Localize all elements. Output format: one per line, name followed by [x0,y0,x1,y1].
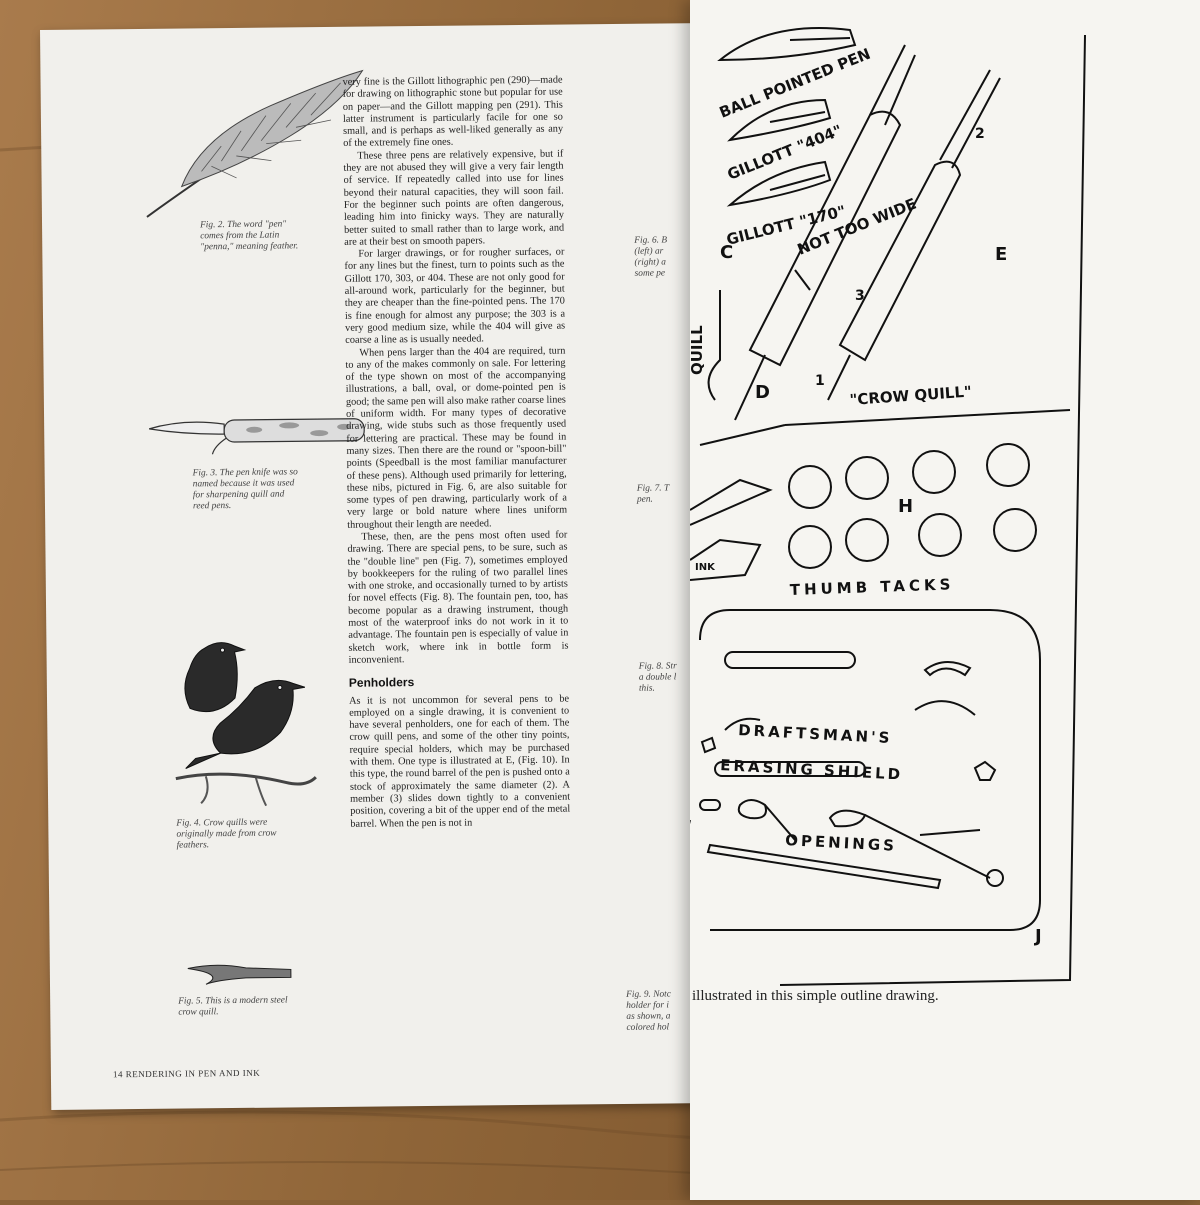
fig8-partial-caption: Fig. 8. Str a double l this. [638,661,677,694]
label-letter-d: D [755,382,770,403]
paragraph: For larger drawings, or for rougher surf… [344,246,566,347]
fig4-caption: Fig. 4. Crow quills were originally made… [176,817,277,851]
shield-opening [706,843,942,890]
thumb-tack [912,450,956,494]
label-number-1: 1 [815,373,825,389]
label-openings: OPENINGS [785,831,898,855]
thumb-tack [788,465,832,509]
label-number-3: 3 [855,288,865,304]
crows-illustration [175,642,317,807]
fig3-caption: Fig. 3. The pen knife was so named becau… [192,467,298,512]
pen-tools-illustration: BALL POINTED PEN GILLOTT "404" GILLOTT "… [659,27,1086,1004]
label-letter-j: J [1033,926,1042,947]
shield-opening [724,651,856,669]
thumb-tack [918,513,962,557]
feather-illustration [146,69,364,218]
label-ink: INK [695,562,716,573]
label-letter-c: C [720,242,733,263]
paragraph: When pens larger than the 404 are requir… [345,345,568,531]
label-draftsmans: DRAFTSMAN'S [738,721,893,747]
label-crow-quill: "CROW QUILL" [849,382,972,408]
paragraph: These three pens are relatively expensiv… [343,148,565,248]
label-letter-h: H [898,496,913,517]
paragraph: very fine is the Gillott lithographic pe… [342,74,564,150]
erasing-shield [699,609,1041,931]
section-heading-penholders: Penholders [348,675,415,691]
shield-opening [973,760,997,781]
paragraph: These, then, are the pens most often use… [347,529,569,666]
shield-opening [724,717,761,731]
shield-opening [923,661,972,677]
thumb-tack [845,456,889,500]
thumb-tack [788,525,832,569]
thumb-tack [986,443,1030,487]
fig2-caption: Fig. 2. The word "pen" comes from the La… [200,219,299,253]
shield-opening [700,736,717,754]
label-quill: QUILL [690,325,706,375]
fig5-caption: Fig. 5. This is a modern steel crow quil… [178,995,288,1018]
paragraph: As it is not uncommon for several pens t… [348,693,571,830]
thumb-tack [993,508,1037,552]
left-book-page: Fig. 2. The word "pen" comes from the La… [40,23,712,1110]
fig7-partial-caption: Fig. 7. T pen. [636,483,670,505]
shield-opening [914,700,976,716]
shield-opening [699,799,721,811]
shield-opening [714,761,866,777]
text-column: very fine is the Gillott lithographic pe… [343,75,571,831]
shield-opening [737,799,767,820]
label-letter-e: E [995,244,1007,265]
label-number-2: 2 [975,126,985,142]
thumb-tack [845,518,889,562]
shield-opening [828,809,867,828]
illustration-frame [779,34,1086,986]
figure-caption: illustrated in this simple outline drawi… [692,988,939,1004]
right-book-page: BALL POINTED PEN GILLOTT "404" GILLOTT "… [659,0,1200,1200]
label-erasing-shield: ERASING SHIELD [720,756,904,784]
page-footer: 14 RENDERING IN PEN AND INK [112,1067,261,1080]
label-gillott-404: GILLOTT "404" [725,121,845,183]
fig6-partial-caption: Fig. 6. B (left) ar (right) a some pe [634,235,668,279]
pen-knife-illustration [149,418,365,455]
fig9-partial-caption: Fig. 9. Notc holder for i as shown, a co… [626,989,671,1033]
shield-opening [986,869,1004,887]
label-thumb-tacks: THUMB TACKS [790,575,955,599]
steel-crow-quill-illustration [187,964,292,985]
